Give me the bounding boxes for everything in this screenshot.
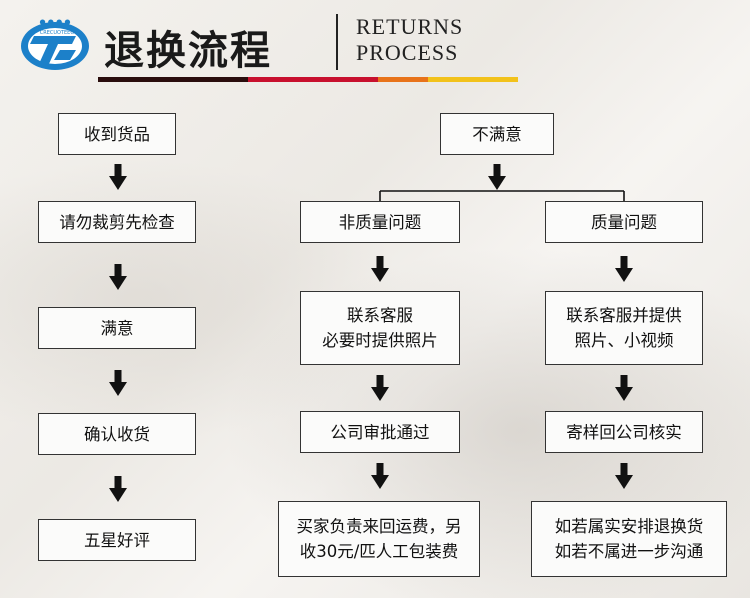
quality-send-sample: 寄样回公司核实: [545, 411, 703, 453]
title-divider: [336, 14, 338, 70]
arrow-down-icon: [109, 370, 127, 396]
arrow-down-icon: [371, 375, 389, 401]
arrow-down-icon: [109, 476, 127, 502]
step-received: 收到货品: [58, 113, 176, 155]
arrow-down-icon: [109, 264, 127, 290]
step-confirm-receipt: 确认收货: [38, 413, 196, 455]
page-subtitle: RETURNS PROCESS: [356, 14, 463, 66]
arrow-down-icon: [615, 375, 633, 401]
logo-text: CRECUOTEEO: [40, 30, 75, 36]
company-logo: ● ● ● ● CRECUOTEEO: [21, 18, 89, 70]
title-color-bar: [98, 77, 518, 82]
arrow-down-icon: [615, 463, 633, 489]
quality-contact: 联系客服并提供 照片、小视频: [545, 291, 703, 365]
non-quality-fees: 买家负责来回运费，另 收30元/匹人工包装费: [278, 501, 480, 577]
branch-quality: 质量问题: [545, 201, 703, 243]
step-dissatisfied: 不满意: [440, 113, 554, 155]
non-quality-contact: 联系客服 必要时提供照片: [300, 291, 460, 365]
arrow-down-icon: [371, 256, 389, 282]
arrow-down-icon: [615, 256, 633, 282]
arrow-down-icon: [371, 463, 389, 489]
non-quality-approval: 公司审批通过: [300, 411, 460, 453]
step-inspect: 请勿裁剪先检查: [38, 201, 196, 243]
quality-result: 如若属实安排退换货 如若不属进一步沟通: [531, 501, 727, 577]
arrow-down-icon: [109, 164, 127, 190]
step-five-star-review: 五星好评: [38, 519, 196, 561]
subtitle-line-2: PROCESS: [356, 40, 459, 65]
svg-text:● ● ● ●: ● ● ● ●: [39, 18, 70, 26]
page-title: 退换流程: [104, 27, 272, 74]
arrow-down-icon: [488, 164, 506, 190]
branch-non-quality: 非质量问题: [300, 201, 460, 243]
subtitle-line-1: RETURNS: [356, 14, 464, 39]
step-satisfied: 满意: [38, 307, 196, 349]
